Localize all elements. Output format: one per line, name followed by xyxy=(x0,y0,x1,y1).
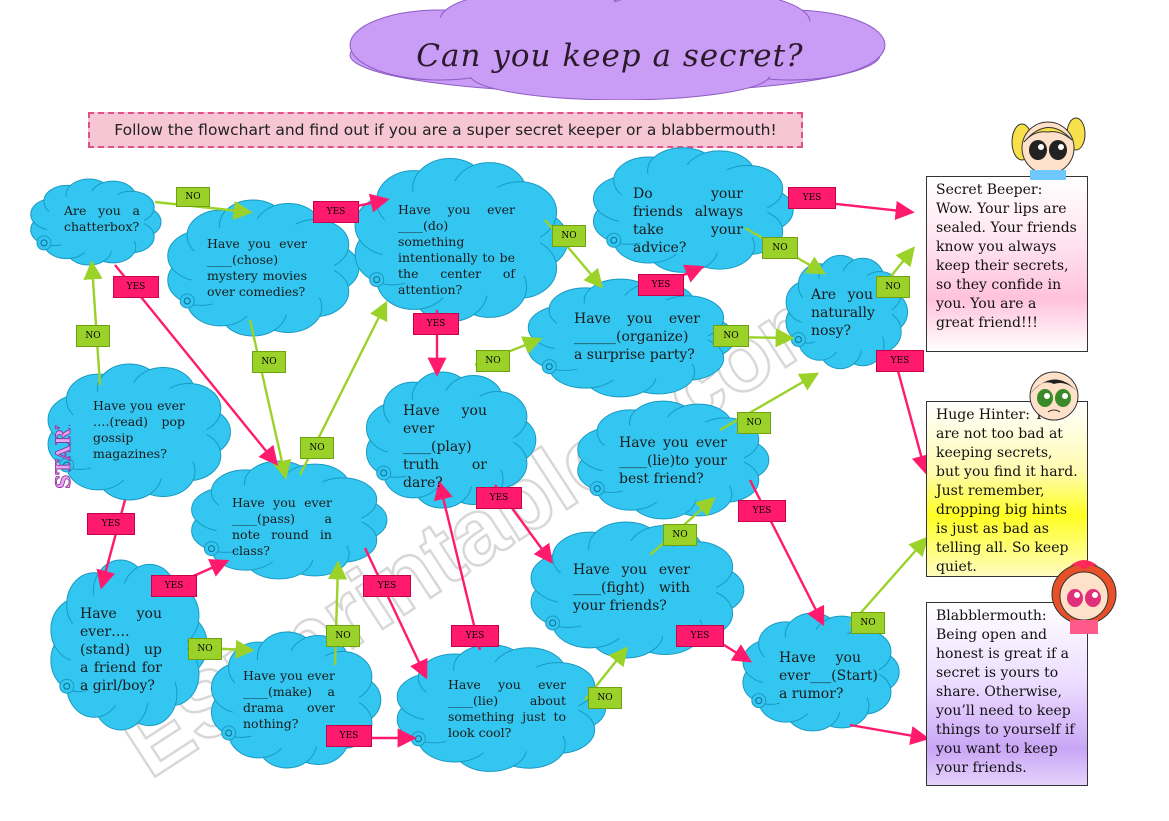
question-mystery-movies: Have you ever ____(chose) mystery movies… xyxy=(207,236,307,299)
question-surprise-party: Have you ever ______(organize) a surpris… xyxy=(574,311,700,363)
no-tag: NO xyxy=(663,524,697,546)
no-tag: NO xyxy=(737,412,771,434)
question-fight-friends: Have you ever ____(fight) with your frie… xyxy=(573,562,690,614)
question-naturally-nosy: Are you naturally nosy? xyxy=(811,287,875,339)
yes-tag: YES xyxy=(476,487,522,509)
no-tag: NO xyxy=(476,350,510,372)
yes-tag: YES xyxy=(451,625,499,647)
cloud-note xyxy=(191,460,388,580)
start-label: START xyxy=(51,425,76,489)
yes-tag: YES xyxy=(876,350,924,372)
question-drama: Have you ever ____(make) a drama over no… xyxy=(243,668,335,731)
yes-tag: YES xyxy=(363,575,411,597)
svg-text:START: START xyxy=(51,425,75,489)
no-tag: NO xyxy=(876,276,910,298)
page-title: Can you keep a secret? xyxy=(416,38,804,74)
cloud-cool xyxy=(396,644,607,772)
question-truth-or-dare: Have you ever ____(play) truth or dare? xyxy=(403,403,487,491)
no-tag: NO xyxy=(188,638,222,660)
question-stand-up-friend: Have you ever….(stand) up a friend for a… xyxy=(80,606,162,694)
result-blabbermouth: Blabblermouth: Being open and honest is … xyxy=(926,602,1088,786)
blossom-character-icon xyxy=(1051,560,1117,634)
question-pass-note: Have you ever ____(pass) a note round in… xyxy=(232,495,332,558)
yes-tag: YES xyxy=(313,201,359,223)
cloud-gossip xyxy=(47,363,231,501)
no-tag: NO xyxy=(713,325,749,347)
buttercup-character-icon xyxy=(1029,371,1079,421)
cloud-attention xyxy=(354,157,569,323)
result-secret-keeper: Secret Beeper: Wow. Your lips are sealed… xyxy=(926,176,1088,352)
no-tag: NO xyxy=(300,437,334,459)
yes-tag: YES xyxy=(788,187,836,209)
yes-tag: YES xyxy=(638,274,684,296)
yes-tag: YES xyxy=(151,575,197,597)
no-tag: NO xyxy=(252,351,286,373)
cloud-lie-friend xyxy=(577,400,770,520)
question-lie-look-cool: Have you ever ____(lie) about something … xyxy=(448,677,566,740)
yes-tag: YES xyxy=(113,276,159,298)
title-cloud xyxy=(349,0,886,100)
bubbles-character-icon xyxy=(1011,117,1086,180)
no-tag: NO xyxy=(76,325,110,347)
yes-tag: YES xyxy=(413,313,459,335)
question-start-rumor: Have you ever___(Start) a rumor? xyxy=(779,650,878,702)
question-center-of-attention: Have you ever ____(do) something intenti… xyxy=(398,202,515,297)
no-tag: NO xyxy=(326,625,360,647)
yes-tag: YES xyxy=(326,725,372,747)
question-chatterbox: Are you a chatterbox? xyxy=(64,203,140,234)
no-tag: NO xyxy=(762,237,798,259)
result-huge-hinter: Huge Hinter: You are not too bad at keep… xyxy=(926,401,1088,577)
cloud-nosy xyxy=(785,254,909,370)
question-lie-best-friend: Have you ever ____(lie)to your best frie… xyxy=(619,435,727,487)
question-friends-advice: Do your friends always take your advice? xyxy=(633,186,743,256)
yes-tag: YES xyxy=(87,513,135,535)
cloud-stand xyxy=(50,559,208,731)
no-tag: NO xyxy=(552,225,586,247)
question-gossip-magazines: Have you ever ….(read) pop gossip magazi… xyxy=(93,398,185,461)
cloud-advice xyxy=(592,147,794,273)
yes-tag: YES xyxy=(738,500,786,522)
cloud-chatterbox xyxy=(30,178,162,266)
cloud-truth xyxy=(365,371,537,509)
cloud-rumor xyxy=(742,612,900,732)
cloud-fight xyxy=(530,521,745,659)
instruction-banner: Follow the flowchart and find out if you… xyxy=(88,112,803,148)
no-tag: NO xyxy=(851,612,885,634)
yes-tag: YES xyxy=(676,625,724,647)
cloud-mystery xyxy=(167,199,360,337)
no-tag: NO xyxy=(176,187,210,207)
no-tag: NO xyxy=(588,687,622,709)
